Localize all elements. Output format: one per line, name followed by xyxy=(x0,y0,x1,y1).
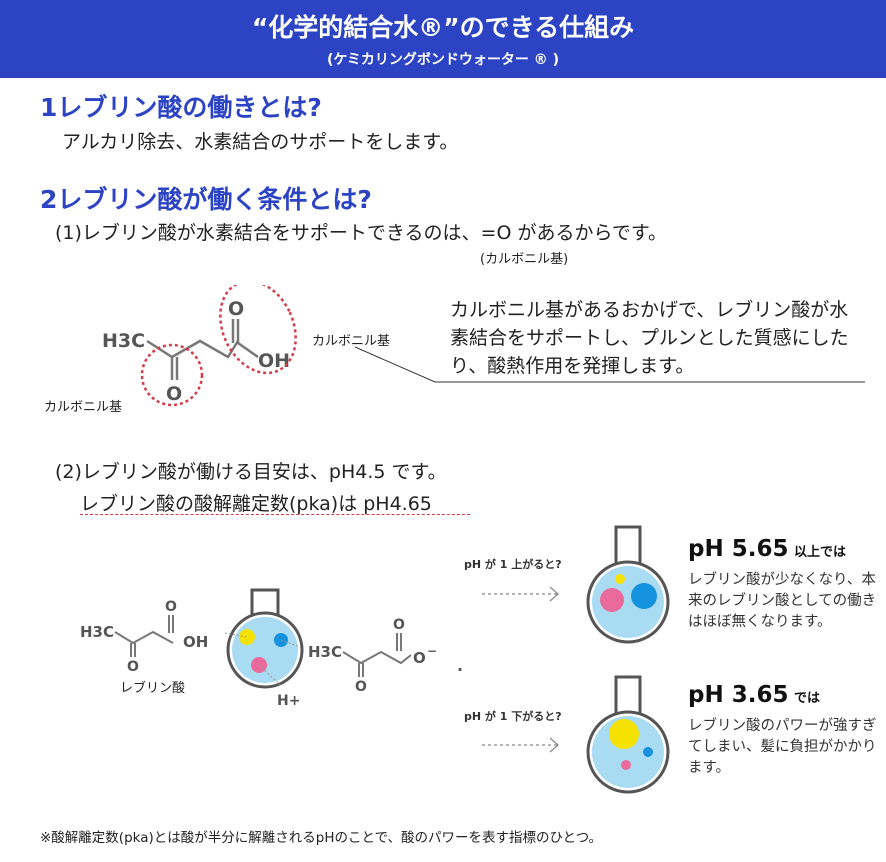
ph-down-arrow xyxy=(482,737,559,753)
ph-down-arrow-label: pH が 1 下がると? xyxy=(464,710,562,723)
section2-item1: (1)レブリン酸が水素結合をサポートできるのは、=O があるからです。 xyxy=(55,222,667,244)
carbonyl-label-left: カルボニル基 xyxy=(44,400,123,415)
ph-up-arrow-label: pH が 1 上がると? xyxy=(464,558,562,571)
ketone-o-label: O xyxy=(166,383,182,405)
reaction-flask xyxy=(226,588,304,689)
section1-heading: 1レブリン酸の働きとは? xyxy=(40,93,322,122)
ph-up-flask xyxy=(586,525,670,644)
reaction-diagram: H3C O O OH H+ H3C O O O − . xyxy=(80,588,463,709)
levulinic-acid-label: レブリン酸 xyxy=(120,681,186,696)
ph-up-title: pH 5.65 以上では xyxy=(688,536,847,562)
acid-o-label: O xyxy=(228,298,244,320)
h-plus-label: H+ xyxy=(277,693,300,709)
ph-down-flask xyxy=(586,675,670,794)
h3c-label: H3C xyxy=(102,330,145,352)
levulinic-acid-structure: H3C O O OH xyxy=(102,285,297,407)
section1-text: アルカリ除去、水素結合のサポートをします。 xyxy=(62,131,459,153)
carbon-chain xyxy=(146,339,240,359)
svg-text:O: O xyxy=(355,679,367,695)
ketone-circle xyxy=(140,343,204,407)
pointer-line xyxy=(355,346,865,383)
reaction-oh-label: OH xyxy=(183,633,208,651)
reaction-h3c-right: H3C xyxy=(308,643,342,661)
carboxyl-circle xyxy=(219,285,297,375)
oh-label: OH xyxy=(258,350,290,372)
pka-statement: レブリン酸の酸解離定数(pka)は pH4.65 xyxy=(80,493,432,515)
ph-down-title: pH 3.65 では xyxy=(688,682,821,708)
o-minus-label: O xyxy=(413,649,426,667)
svg-text:−: − xyxy=(427,644,437,658)
footnote: ※酸解離定数(pka)とは酸が半分に解離されるpHのことで、酸のパワーを表す指標… xyxy=(40,830,603,846)
page-header: “化学的結合水®”のできる仕組み (ケミカリングボンドウォーター ® ) xyxy=(0,0,886,78)
page-title: “化学的結合水®”のできる仕組み xyxy=(251,13,635,42)
carbonyl-note: (カルボニル基) xyxy=(480,252,569,267)
ph-down-description: レブリン酸のパワーが強すぎてしまい、髪に負担がかかります。 xyxy=(688,718,877,776)
pka-underline xyxy=(80,514,470,515)
ph-up-arrow xyxy=(482,586,559,602)
carbonyl-explanation: カルボニル基があるおかげで、レブリン酸が水素結合をサポートし、プルンとした質感に… xyxy=(450,299,849,377)
section2-heading: 2レブリン酸が働く条件とは? xyxy=(40,185,372,214)
reaction-h3c-left: H3C xyxy=(80,623,114,641)
ph-up-description: レブリン酸が少なくなり、本来のレブリン酸としての働きはほぼ無くなります。 xyxy=(688,572,877,630)
svg-text:O: O xyxy=(393,617,405,633)
section2-item2: (2)レブリン酸が働ける目安は、pH4.5 です。 xyxy=(55,461,447,483)
svg-text:O: O xyxy=(165,599,177,615)
carbonyl-label-right: カルボニル基 xyxy=(312,334,391,349)
page-subtitle: (ケミカリングボンドウォーター ® ) xyxy=(326,52,560,68)
svg-text:.: . xyxy=(457,656,463,675)
svg-text:O: O xyxy=(127,659,139,675)
